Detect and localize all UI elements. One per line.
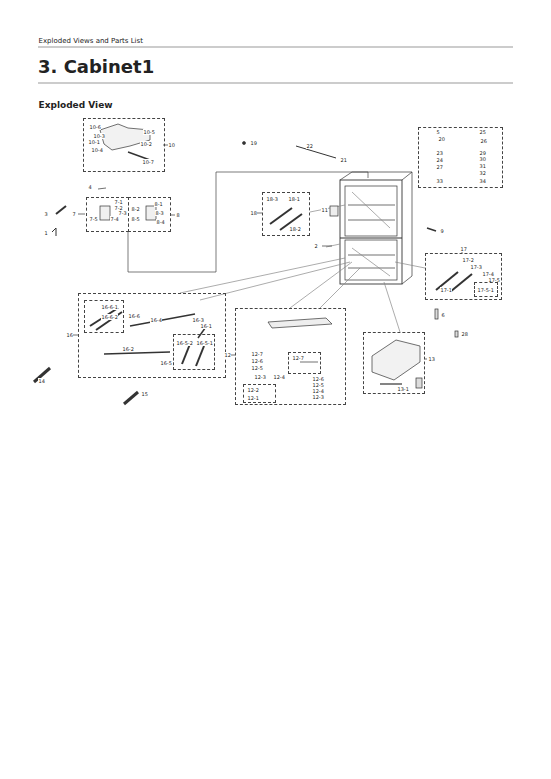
callout-number: 2 <box>314 243 318 249</box>
callout-number: 6 <box>441 312 445 318</box>
callout-number: 32 <box>479 170 486 176</box>
callout-number: 16-5 <box>160 360 172 366</box>
group-box: 17-5-1 <box>474 282 498 297</box>
callout-number: 13-1 <box>397 386 409 392</box>
callout-number: 16-2 <box>122 346 134 352</box>
callout-number: 8-4 <box>156 219 165 225</box>
callout-number: 10-6 <box>89 124 101 130</box>
group-box: 16-6-1 16-6-2 <box>84 300 124 333</box>
group-box: 5252026232924302731323334 <box>418 127 503 188</box>
group-box: 12-7 <box>288 352 321 374</box>
group-box: 12-2 12-1 <box>243 384 276 403</box>
group-box: 17-217-317-417-117-517-5-1 <box>425 253 502 300</box>
callout-number: 23 <box>436 150 443 156</box>
callout-number: 16-5-2 <box>176 340 193 346</box>
callout-number: 17-1 <box>440 287 452 293</box>
callout-number: 16-6-1 <box>101 304 118 310</box>
callout-number: 7-4 <box>110 216 119 222</box>
callout-number: 10-1 <box>88 139 100 145</box>
callout-number: 10-4 <box>91 147 103 153</box>
group-box: 18-3 18-1 18-2 <box>262 192 310 236</box>
callout-number: 7-3 <box>118 210 127 216</box>
section-heading: Exploded View <box>38 100 113 110</box>
callout-number: 25 <box>479 129 486 135</box>
callout-number: 12-5 <box>251 365 263 371</box>
callout-number: 13 <box>428 356 435 362</box>
callout-number: 8-5 <box>131 216 140 222</box>
callout-number: 10-2 <box>140 141 152 147</box>
callout-number: 18-2 <box>289 226 301 232</box>
callout-number: 12-4 <box>273 374 285 380</box>
group-box: 8-1 8-2 8-3 8-5 8-4 <box>128 197 171 232</box>
callout-number: 16-4 <box>150 317 162 323</box>
callout-number: 10-7 <box>142 159 154 165</box>
callout-number: 1 <box>44 230 48 236</box>
callout-number: 8-2 <box>131 206 140 212</box>
callout-number: 18 <box>250 210 257 216</box>
group-box: 16-616-416-316-116-216-516-6-116-6-216-5… <box>78 293 226 378</box>
callout-number: 18-1 <box>288 196 300 202</box>
callout-number: 34 <box>479 178 486 184</box>
callout-number: 16 <box>66 332 73 338</box>
callout-number: 7-5 <box>89 216 98 222</box>
callout-number: 5 <box>436 129 440 135</box>
group-box: 12-712-612-512-312-412-612-512-412-312-7… <box>235 308 346 405</box>
callout-number: 16-6-2 <box>101 314 118 320</box>
callout-number: 8 <box>176 212 180 218</box>
callout-number: 17-5-1 <box>477 287 494 293</box>
callout-number: 28 <box>461 331 468 337</box>
group-box: 13-1 <box>363 332 425 394</box>
callout-number: 18-3 <box>266 196 278 202</box>
callout-number: 4 <box>88 184 92 190</box>
callout-number: 15 <box>141 391 148 397</box>
callout-number: 12 <box>224 352 231 358</box>
callout-number: 8-3 <box>155 210 164 216</box>
group-box: 16-5-216-5-1 <box>173 334 215 370</box>
callout-number: 3 <box>44 211 48 217</box>
callout-number: 7 <box>72 211 76 217</box>
callout-number: 26 <box>480 138 487 144</box>
callout-number: 12-7 <box>251 351 263 357</box>
callout-number: 12-2 <box>247 387 259 393</box>
callout-number: 17 <box>460 246 467 252</box>
callout-number: 19 <box>250 140 257 146</box>
callout-number: 21 <box>340 157 347 163</box>
page-header: Exploded Views and Parts List <box>38 37 143 45</box>
callout-number: 12-7 <box>292 355 304 361</box>
callout-number: 12-3 <box>254 374 266 380</box>
callout-number: 17-3 <box>470 264 482 270</box>
callout-number: 12-1 <box>247 395 259 401</box>
callout-number: 10-5 <box>143 129 155 135</box>
callout-number: 27 <box>436 164 443 170</box>
callout-number: 16-5-1 <box>196 340 213 346</box>
callout-number: 31 <box>479 163 486 169</box>
callout-number: 24 <box>436 157 443 163</box>
page-title: 3. Cabinet1 <box>38 56 154 77</box>
callout-number: 8-1 <box>154 201 163 207</box>
callout-number: 33 <box>436 178 443 184</box>
callout-number: 22 <box>306 143 313 149</box>
callout-number: 12-3 <box>312 394 324 400</box>
callout-number: 10 <box>168 142 175 148</box>
callout-number: 11 <box>321 207 328 213</box>
callout-number: 16-1 <box>200 323 212 329</box>
callout-number: 12-6 <box>251 358 263 364</box>
callout-number: 9 <box>440 228 444 234</box>
group-box: 10-610-510-310-110-210-410-7 <box>83 118 165 172</box>
callout-number: 17-2 <box>462 257 474 263</box>
callout-number: 20 <box>438 136 445 142</box>
callout-number: 14 <box>38 378 45 384</box>
callout-number: 30 <box>479 156 486 162</box>
callout-number: 16-6 <box>128 313 140 319</box>
group-box: 7-17-27-37-57-4 <box>86 197 129 232</box>
